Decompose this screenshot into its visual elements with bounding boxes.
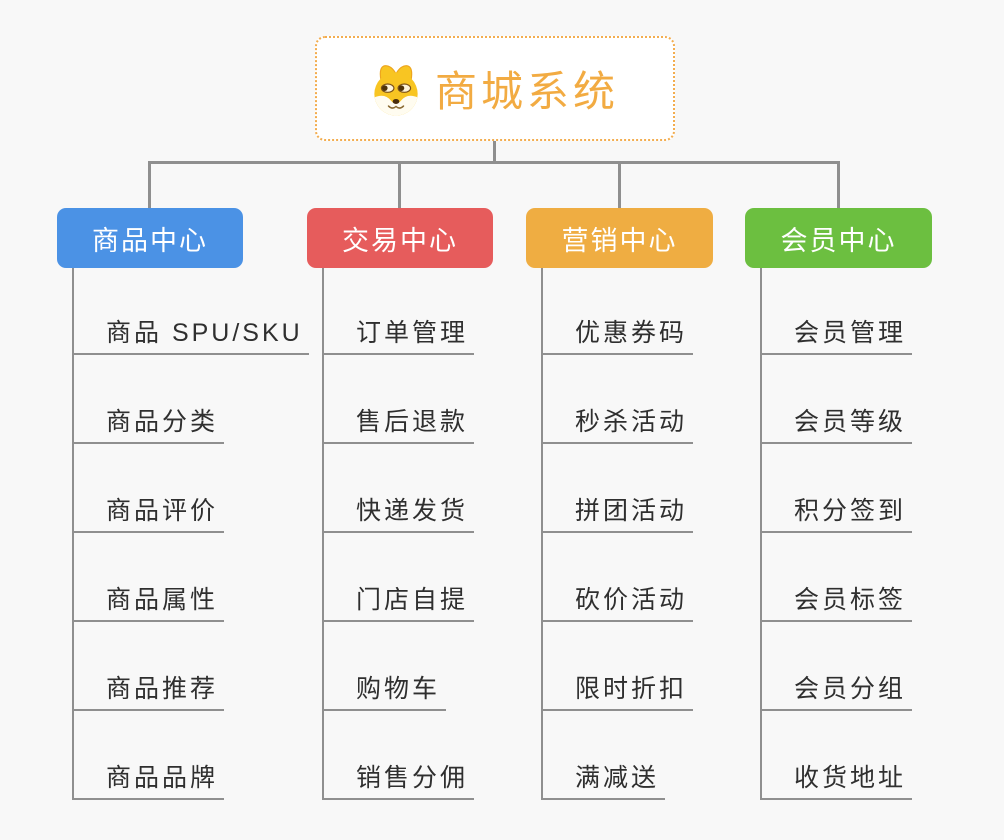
connector-drop-2 (398, 161, 401, 209)
leaf-topic[interactable]: 砍价活动 (541, 582, 694, 622)
leaf-topic[interactable]: 会员等级 (760, 404, 913, 444)
leaf-topic[interactable]: 商品评价 (72, 493, 225, 533)
connector-trunk-3 (541, 268, 543, 800)
leaf-topic[interactable]: 优惠券码 (541, 315, 694, 355)
branch-topic-trade-center[interactable]: 交易中心 (307, 208, 493, 268)
leaf-topic[interactable]: 会员分组 (760, 671, 913, 711)
root-title: 商城系统 (434, 68, 619, 115)
leaf-topic[interactable]: 秒杀活动 (541, 404, 694, 444)
branch-topic-marketing-center[interactable]: 营销中心 (526, 208, 713, 268)
leaf-topic[interactable]: 商品品牌 (72, 760, 225, 800)
branch-topic-product-center[interactable]: 商品中心 (57, 208, 243, 268)
leaf-topic[interactable]: 积分签到 (760, 493, 913, 533)
leaf-topic[interactable]: 购物车 (322, 671, 447, 711)
leaf-topic[interactable]: 限时折扣 (541, 671, 694, 711)
leaf-topic[interactable]: 会员管理 (760, 315, 913, 355)
connector-trunk-1 (72, 268, 74, 800)
connector-drop-4 (837, 161, 840, 209)
leaf-topic[interactable]: 售后退款 (322, 404, 475, 444)
shiba-dog-icon (371, 60, 421, 118)
connector-horizontal (148, 161, 840, 164)
connector-trunk-2 (322, 268, 324, 800)
leaf-topic[interactable]: 快递发货 (322, 493, 475, 533)
branch-topic-member-center[interactable]: 会员中心 (745, 208, 932, 268)
leaf-topic[interactable]: 商品属性 (72, 582, 225, 622)
leaf-topic[interactable]: 满减送 (541, 760, 666, 800)
leaf-topic[interactable]: 收货地址 (760, 760, 913, 800)
connector-drop-3 (618, 161, 621, 209)
leaf-topic[interactable]: 商品推荐 (72, 671, 225, 711)
connector-trunk-4 (760, 268, 762, 800)
leaf-topic[interactable]: 销售分佣 (322, 760, 475, 800)
connector-drop-1 (148, 161, 151, 209)
leaf-topic[interactable]: 商品 SPU/SKU (72, 315, 309, 355)
leaf-topic[interactable]: 订单管理 (322, 315, 475, 355)
leaf-topic[interactable]: 会员标签 (760, 582, 913, 622)
leaf-topic[interactable]: 拼团活动 (541, 493, 694, 533)
leaf-topic[interactable]: 门店自提 (322, 582, 475, 622)
root-topic[interactable]: 商城系统 (315, 36, 675, 141)
leaf-topic[interactable]: 商品分类 (72, 404, 225, 444)
connector-root-stub (493, 140, 496, 163)
